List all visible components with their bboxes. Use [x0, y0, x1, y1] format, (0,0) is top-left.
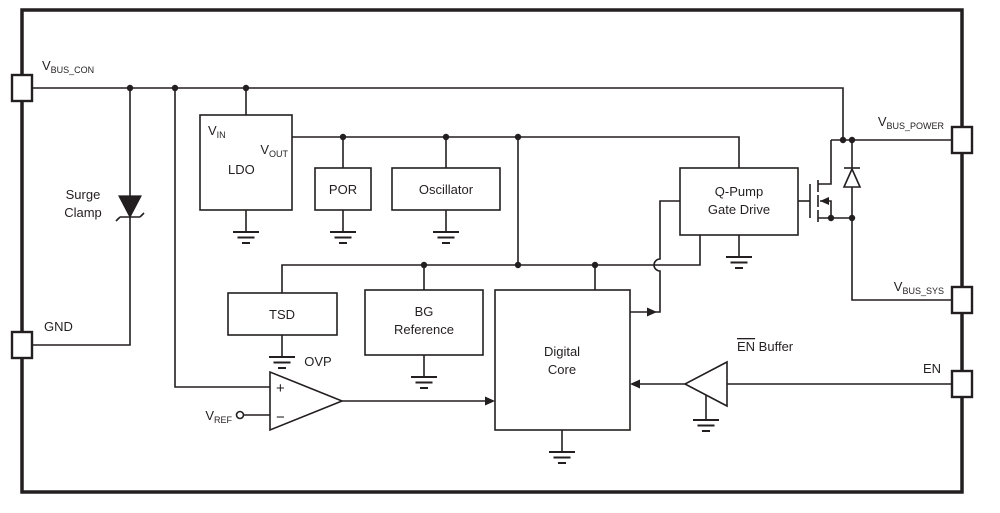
qpump-rect [679, 167, 799, 236]
svg-text:Core: Core [548, 362, 576, 377]
label-vbus-power: VBUS_POWER [878, 114, 945, 131]
label-vbus-con: VBUS_CON [42, 58, 94, 75]
por-label: POR [329, 182, 357, 197]
chip-boundary [20, 8, 964, 494]
ldo-label: LDO [228, 162, 255, 177]
zener-bar [115, 212, 145, 222]
wire-internal-supply-bus [281, 235, 701, 293]
ovp-comparator: + − OVP VREF [205, 354, 345, 432]
svg-text:Digital: Digital [544, 344, 580, 359]
wire-surge-clamp-gnd [32, 217, 131, 346]
zener-triangle [118, 195, 142, 219]
minus-sign: − [276, 409, 285, 426]
surge-clamp-diode [115, 195, 145, 222]
svg-text:Reference: Reference [394, 322, 454, 337]
arrowheads [485, 307, 657, 406]
ldo-block: VIN VOUT LDO [199, 114, 293, 211]
wire-vbus-sys [851, 218, 952, 301]
pin-labels: VBUS_CON GND VBUS_POWER VBUS_SYS EN [42, 58, 944, 376]
pin-gnd [10, 330, 34, 360]
diode-triangle [842, 167, 862, 188]
vref-terminal [235, 410, 245, 420]
body-diode [842, 167, 862, 188]
bg-reference-block: BG Reference [364, 289, 484, 356]
svg-text:Q-Pump: Q-Pump [715, 184, 763, 199]
ldo-vin-label: VIN [208, 123, 226, 140]
pin-vbus-power [950, 125, 974, 155]
tsd-rect [227, 292, 338, 336]
wire-ldo-vout-rail [292, 136, 740, 168]
qpump-gate-drive-block: Q-Pump Gate Drive [679, 167, 799, 236]
ldo-rect [199, 114, 293, 211]
en-buffer-label: EN Buffer [737, 339, 794, 354]
por-block: POR [314, 167, 372, 211]
pins [10, 73, 974, 399]
wires [32, 87, 952, 452]
buffer-triangle [683, 360, 728, 408]
arrowhead-into-core-left [485, 396, 495, 406]
junction-dots [126, 84, 856, 269]
tsd-block: TSD [227, 292, 338, 336]
arrowhead-into-core-right [630, 379, 640, 389]
surge-clamp-label: Surge Clamp [64, 187, 102, 220]
label-gnd: GND [44, 319, 73, 334]
ldo-vout-label: VOUT [260, 142, 288, 159]
wire-ovp-plus-input [174, 88, 270, 388]
plus-sign: + [276, 380, 285, 397]
oscillator-block: Oscillator [391, 167, 501, 211]
por-rect [314, 167, 372, 211]
pin-vbus-con [10, 73, 34, 103]
tsd-label: TSD [269, 307, 295, 322]
svg-text:Gate Drive: Gate Drive [708, 202, 770, 217]
pin-en [950, 369, 974, 399]
oscillator-rect [391, 167, 501, 211]
ovp-label: OVP [304, 354, 331, 369]
wire-core-to-qpump [630, 200, 680, 313]
vref-label: VREF [205, 408, 232, 425]
digital-core-rect [494, 289, 631, 431]
wire-vbus-con [32, 87, 844, 140]
arrowhead-core-to-qpump [647, 307, 657, 317]
svg-text:Clamp: Clamp [64, 205, 102, 220]
fet-body-arrow [820, 197, 829, 205]
comparator-triangle [269, 370, 345, 432]
svg-text:Surge: Surge [66, 187, 101, 202]
label-en: EN [923, 361, 941, 376]
svg-text:BG: BG [415, 304, 434, 319]
pin-vbus-sys [950, 285, 974, 315]
bg-reference-rect [364, 289, 484, 356]
oscillator-label: Oscillator [419, 182, 474, 197]
en-buffer: EN Buffer [683, 339, 794, 408]
label-vbus-sys: VBUS_SYS [894, 279, 944, 296]
digital-core-block: Digital Core [494, 289, 631, 431]
wire-fet-drain [818, 140, 832, 185]
blocking-fet [809, 180, 829, 222]
